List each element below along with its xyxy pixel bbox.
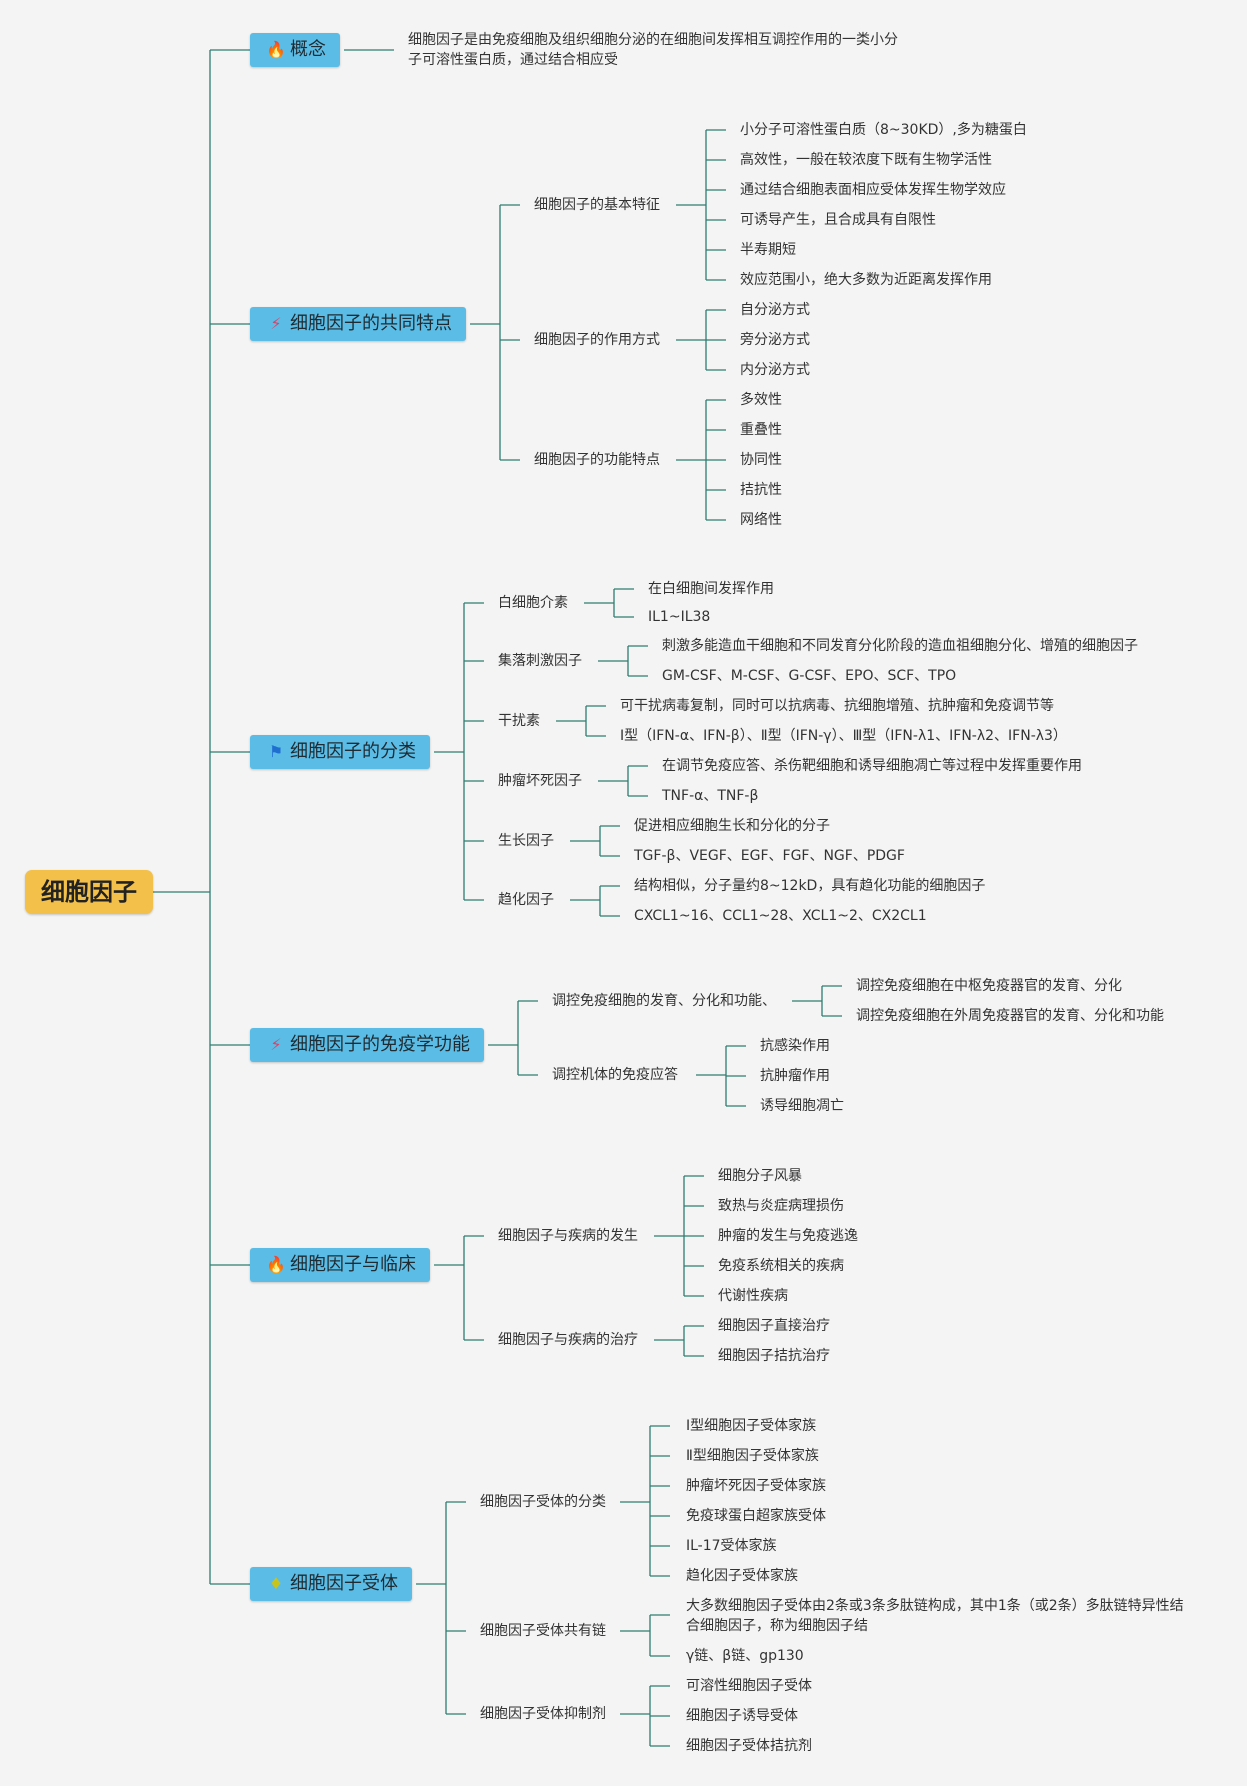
common-mode-label[interactable]: 细胞因子的作用方式 [534,332,660,348]
topic-receptor[interactable]: ♦ 细胞因子受体 [250,1567,412,1601]
immune-resp-label[interactable]: 调控机体的免疫应答 [552,1067,678,1083]
flag-icon: ⚑ [268,742,284,761]
receptor-chain-label[interactable]: 细胞因子受体共有链 [480,1623,606,1639]
leaf: 多效性 [740,392,782,408]
topic-concept[interactable]: 🔥概念 [250,33,340,67]
common-basic-label[interactable]: 细胞因子的基本特征 [534,197,660,213]
leaf: 可干扰病毒复制，同时可以抗病毒、抗细胞增殖、抗肿瘤和免疫调节等 [620,698,1054,714]
leaf: TNF-α、TNF-β [662,788,759,804]
common-func-label[interactable]: 细胞因子的功能特点 [534,452,660,468]
receptor-inhib-label[interactable]: 细胞因子受体抑制剂 [480,1706,606,1722]
sparkle-icon: ⚡ [270,314,282,333]
gem-icon: ♦ [268,1574,284,1593]
leaf: 半寿期短 [740,242,796,258]
topic-label: 概念 [290,39,326,60]
leaf: 效应范围小，绝大多数为近距离发挥作用 [740,272,992,288]
leaf: 抗肿瘤作用 [760,1068,830,1084]
class-group-label[interactable]: 生长因子 [498,833,554,849]
leaf: 肿瘤的发生与免疫逃逸 [718,1228,858,1244]
topic-common[interactable]: ⚡ 细胞因子的共同特点 [250,307,466,341]
topic-clinical[interactable]: 🔥细胞因子与临床 [250,1248,430,1282]
leaf: IL-17受体家族 [686,1538,777,1554]
leaf: 细胞因子诱导受体 [686,1708,798,1724]
leaf: 内分泌方式 [740,362,810,378]
class-group-label[interactable]: 肿瘤坏死因子 [498,773,582,789]
leaf: 可诱导产生，且合成具有自限性 [740,212,936,228]
leaf: 协同性 [740,452,782,468]
leaf: 结构相似，分子量约8~12kD，具有趋化功能的细胞因子 [634,878,986,894]
leaf: 高效性，一般在较浓度下既有生物学活性 [740,152,992,168]
topic-classification[interactable]: ⚑ 细胞因子的分类 [250,735,430,769]
leaf: 调控免疫细胞在中枢免疫器官的发育、分化 [856,978,1122,994]
leaf: 致热与炎症病理损伤 [718,1198,844,1214]
topic-label: 细胞因子受体 [290,1573,398,1594]
class-group-label[interactable]: 白细胞介素 [498,595,568,611]
leaf: 重叠性 [740,422,782,438]
topic-immune[interactable]: ⚡ 细胞因子的免疫学功能 [250,1028,484,1062]
leaf: 细胞分子风暴 [718,1168,802,1184]
leaf: GM-CSF、M-CSF、G-CSF、EPO、SCF、TPO [662,668,957,684]
class-group-label[interactable]: 干扰素 [498,713,540,729]
leaf: 促进相应细胞生长和分化的分子 [634,818,830,834]
topic-label: 细胞因子的分类 [290,741,416,762]
leaf: 拮抗性 [740,482,782,498]
leaf: IL1~IL38 [648,609,711,625]
leaf: 刺激多能造血干细胞和不同发育分化阶段的造血祖细胞分化、增殖的细胞因子 [662,638,1138,654]
topic-label: 细胞因子的共同特点 [290,313,452,334]
leaf: 自分泌方式 [740,302,810,318]
leaf: γ链、β链、gp130 [686,1648,804,1664]
leaf: Ⅱ型细胞因子受体家族 [686,1448,819,1464]
leaf: CXCL1~16、CCL1~28、XCL1~2、CX2CL1 [634,908,927,924]
leaf: TGF-β、VEGF、EGF、FGF、NGF、PDGF [634,848,905,864]
leaf: 网络性 [740,512,782,528]
leaf: 小分子可溶性蛋白质（8~30KD）,多为糖蛋白 [740,122,1027,138]
leaf: 肿瘤坏死因子受体家族 [686,1478,826,1494]
leaf: Ⅰ型（IFN-α、IFN-β）、Ⅱ型（IFN-γ）、Ⅲ型（IFN-λ1、IFN-… [620,728,1067,744]
leaf: 抗感染作用 [760,1038,830,1054]
class-group-label[interactable]: 趋化因子 [498,892,554,908]
topic-label: 细胞因子的免疫学功能 [290,1034,470,1055]
leaf: 趋化因子受体家族 [686,1568,798,1584]
leaf: 通过结合细胞表面相应受体发挥生物学效应 [740,182,1006,198]
leaf: 细胞因子直接治疗 [718,1318,830,1334]
leaf: 免疫球蛋白超家族受体 [686,1508,826,1524]
flame-blue-icon: 🔥 [266,40,286,59]
leaf: 调控免疫细胞在外周免疫器官的发育、分化和功能 [856,1008,1164,1024]
leaf: 可溶性细胞因子受体 [686,1678,812,1694]
leaf: 细胞因子拮抗治疗 [718,1348,830,1364]
root-node[interactable]: 细胞因子 [25,870,153,914]
clinical-disease-label[interactable]: 细胞因子与疾病的发生 [498,1228,638,1244]
leaf: 旁分泌方式 [740,332,810,348]
concept-text: 细胞因子是由免疫细胞及组织细胞分泌的在细胞间发挥相互调控作用的一类小分子可溶性蛋… [408,32,898,68]
leaf: 诱导细胞凋亡 [760,1098,844,1114]
sparkle-icon: ⚡ [270,1035,282,1054]
immune-dev-label[interactable]: 调控免疫细胞的发育、分化和功能、 [552,993,776,1009]
topic-label: 细胞因子与临床 [290,1254,416,1275]
leaf: 大多数细胞因子受体由2条或3条多肽链构成，其中1条（或2条）多肽链特异性结合细胞… [686,1598,1184,1634]
receptor-class-label[interactable]: 细胞因子受体的分类 [480,1494,606,1510]
leaf: 免疫系统相关的疾病 [718,1258,844,1274]
leaf: 细胞因子受体拮抗剂 [686,1738,812,1754]
leaf: 代谢性疾病 [718,1288,788,1304]
class-group-label[interactable]: 集落刺激因子 [498,653,582,669]
leaf: 在白细胞间发挥作用 [648,581,774,597]
flame-red-icon: 🔥 [266,1255,286,1274]
leaf: Ⅰ型细胞因子受体家族 [686,1418,817,1434]
leaf: 在调节免疫应答、杀伤靶细胞和诱导细胞凋亡等过程中发挥重要作用 [662,758,1082,774]
clinical-therapy-label[interactable]: 细胞因子与疾病的治疗 [498,1332,638,1348]
